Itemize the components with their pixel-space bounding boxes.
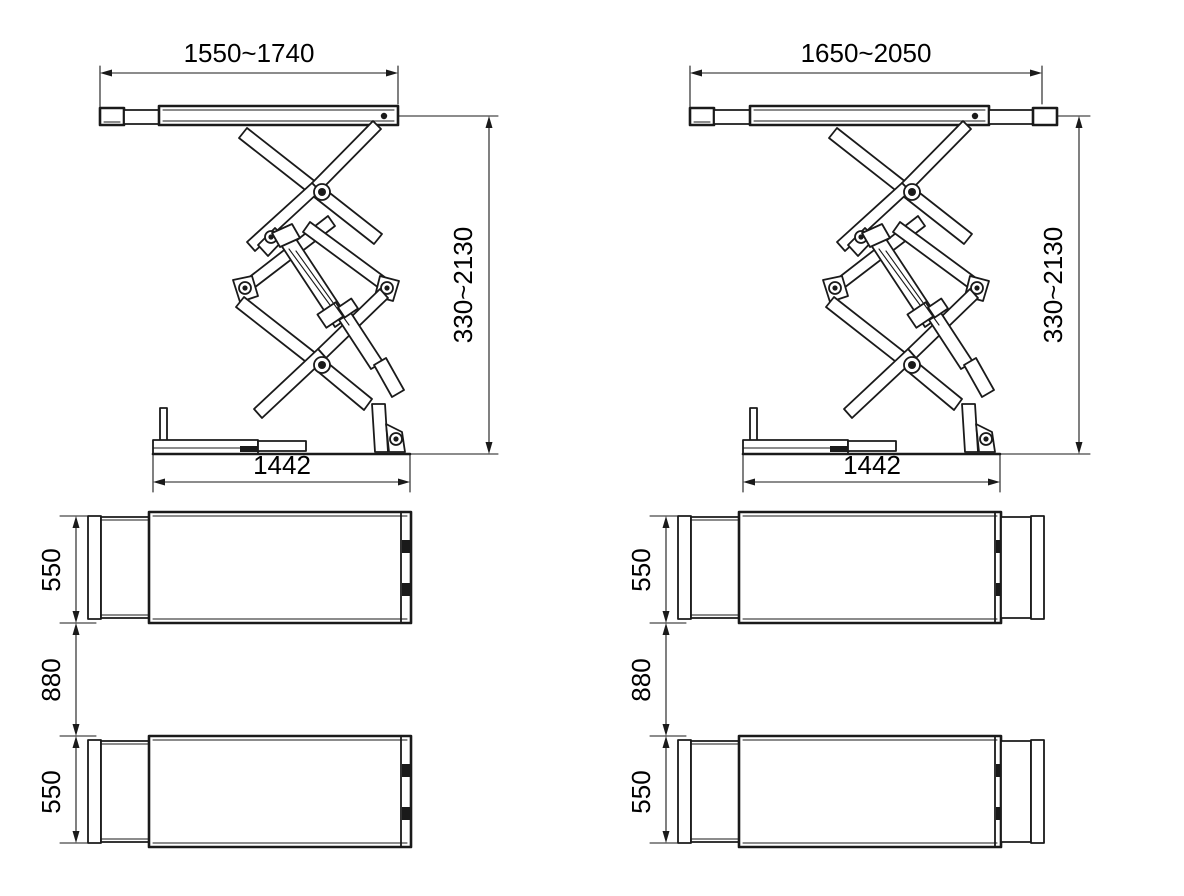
right-base-frame (741, 403, 1002, 456)
left-plan-gap-label: 880 (36, 658, 66, 701)
left-top-platform (98, 104, 400, 127)
left-height-dimension (397, 115, 499, 455)
right-plan-front-runway (677, 510, 1045, 625)
right-base-width-label: 1442 (843, 450, 901, 480)
right-elevation-view (688, 65, 1091, 493)
left-base-width-dimension (152, 453, 411, 493)
right-plan-dimensions (649, 515, 687, 844)
right-top-width-dimension (689, 65, 1043, 113)
left-top-width-label: 1550~1740 (184, 38, 315, 68)
right-base-width-dimension (742, 453, 1001, 493)
right-plan-gap-label: 880 (626, 658, 656, 701)
left-plan-rear-runway (87, 734, 413, 849)
right-height-label: 330~2130 (1038, 227, 1068, 343)
left-base-frame (151, 403, 412, 456)
right-height-dimension (999, 115, 1091, 455)
right-top-platform (688, 104, 1059, 127)
right-top-width-label: 1650~2050 (801, 38, 932, 68)
left-plan-front-label: 550 (36, 548, 66, 591)
right-plan-rear-runway (677, 734, 1045, 849)
left-height-label: 330~2130 (448, 227, 478, 343)
left-plan-front-runway (87, 510, 413, 625)
left-scissor-mechanism (232, 120, 405, 419)
right-plan-front-label: 550 (626, 548, 656, 591)
left-elevation-view (98, 65, 499, 493)
right-plan-rear-label: 550 (626, 770, 656, 813)
left-top-width-dimension (99, 65, 399, 113)
right-plan-view (649, 510, 1045, 849)
left-plan-dimensions (59, 515, 97, 844)
right-scissor-mechanism (822, 120, 995, 419)
left-plan-rear-label: 550 (36, 770, 66, 813)
left-base-width-label: 1442 (253, 450, 311, 480)
left-plan-view (59, 510, 413, 849)
